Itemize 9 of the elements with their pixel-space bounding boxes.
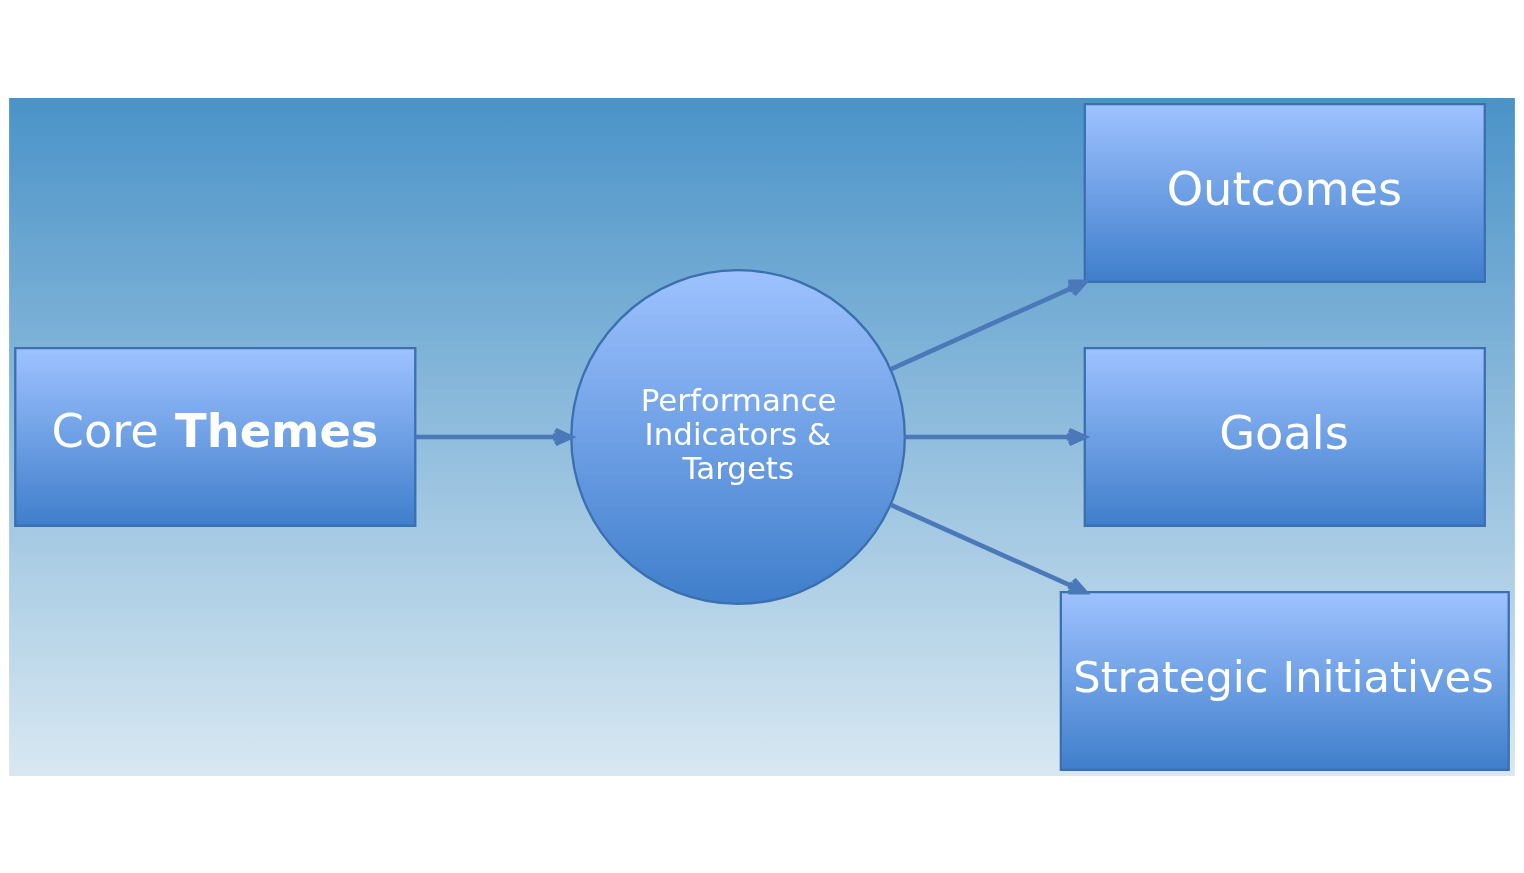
node-box: Core Themes	[14, 346, 417, 527]
node-box: Outcomes	[1083, 102, 1486, 283]
node-circle: Performance Indicators & Targets	[570, 268, 906, 605]
node-box: Strategic Initiatives	[1059, 590, 1510, 771]
arrow	[415, 427, 574, 446]
arrow	[890, 279, 1088, 371]
arrow	[904, 427, 1088, 446]
arrow	[890, 502, 1088, 594]
node-box: Goals	[1083, 346, 1486, 527]
